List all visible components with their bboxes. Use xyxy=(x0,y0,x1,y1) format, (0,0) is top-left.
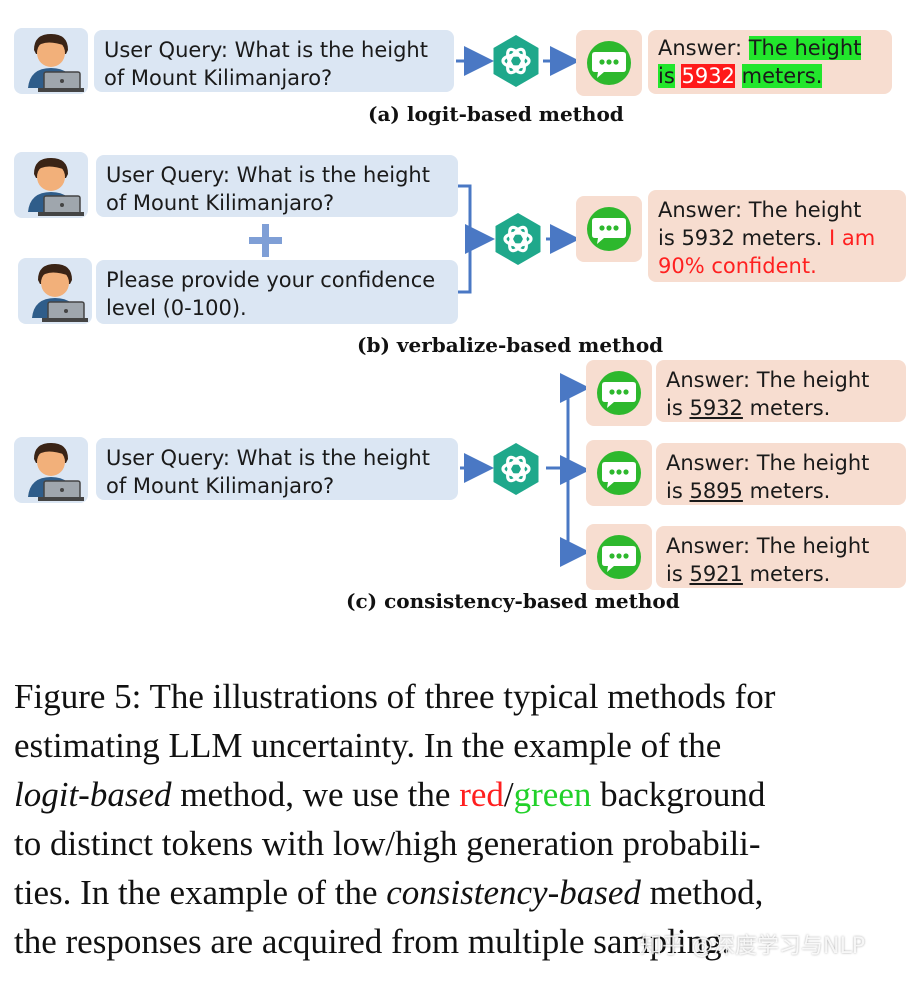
answer-line: meters. xyxy=(742,479,831,503)
answer-line: Answer: The height xyxy=(658,198,862,222)
answer-line: Answer: The height xyxy=(666,368,870,392)
chat-bubble-icon xyxy=(586,524,652,590)
prompt-text-line: level (0-100). xyxy=(106,296,247,320)
answer-line: Answer: The height xyxy=(666,534,870,558)
query-text-line: of Mount Kilimanjaro? xyxy=(104,66,333,90)
italic-term: consistency-based xyxy=(386,873,641,912)
sampled-value: 5932 xyxy=(689,396,743,420)
answer-box-b: Answer: The height is 5932 meters. I am … xyxy=(648,190,906,282)
caption-b: (b) verbalize-based method xyxy=(357,333,664,357)
query-text-line: User Query: What is the height xyxy=(104,38,428,62)
sampled-answer-box: Answer: The height is 5932 meters. xyxy=(656,360,906,422)
green-word: green xyxy=(513,775,592,814)
caption-a: (a) logit-based method xyxy=(368,102,624,126)
caption-fragment: / xyxy=(503,775,514,814)
caption-line: the responses are acquired from multiple… xyxy=(14,922,731,961)
caption-line: to distinct tokens with low/high generat… xyxy=(14,824,761,863)
user-query-box-a: User Query: What is the height of Mount … xyxy=(94,30,454,92)
query-text-line: of Mount Kilimanjaro? xyxy=(106,474,335,498)
query-text-line: User Query: What is the height xyxy=(106,163,430,187)
query-text-line: User Query: What is the height xyxy=(106,446,430,470)
llm-hexagon-icon xyxy=(491,441,541,497)
user-at-laptop-icon xyxy=(13,27,89,95)
chat-bubble-icon xyxy=(576,30,642,96)
chat-bubble-icon xyxy=(586,440,652,506)
prompt-text-line: Please provide your confidence xyxy=(106,268,436,292)
answer-prefix: Answer: xyxy=(658,36,749,60)
user-query-box-b: User Query: What is the height of Mount … xyxy=(96,155,458,217)
llm-hexagon-icon xyxy=(493,211,543,267)
italic-term: logit-based xyxy=(14,775,172,814)
user-at-laptop-icon xyxy=(13,436,89,504)
caption-line: logit-based method, we use the red/green… xyxy=(14,770,908,819)
answer-line: is xyxy=(666,479,690,503)
sampled-value: 5895 xyxy=(689,479,743,503)
answer-line: Answer: The height xyxy=(666,451,870,475)
caption-fragment: ties. In the example of the xyxy=(14,873,387,912)
caption-line: ties. In the example of the consistency-… xyxy=(14,868,908,917)
sampled-answer-box: Answer: The height is 5895 meters. xyxy=(656,443,906,505)
figure-caption: Figure 5: The illustrations of three typ… xyxy=(14,672,908,966)
bracket-b xyxy=(458,184,472,294)
confidence-text: I am xyxy=(829,226,876,250)
answer-line: meters. xyxy=(742,396,831,420)
sampled-answer-box: Answer: The height is 5921 meters. xyxy=(656,526,906,588)
chat-bubble-icon xyxy=(586,360,652,426)
caption-fragment: method, xyxy=(640,873,764,912)
confidence-text: 90% confident. xyxy=(658,254,817,278)
caption-line: Figure 5: The illustrations of three typ… xyxy=(14,677,776,716)
high-prob-token: is xyxy=(658,64,675,88)
answer-line: meters. xyxy=(742,562,831,586)
caption-line: estimating LLM uncertainty. In the examp… xyxy=(14,726,722,765)
caption-fragment: method, we use the xyxy=(171,775,460,814)
answer-line: is xyxy=(666,396,690,420)
query-text-line: of Mount Kilimanjaro? xyxy=(106,191,335,215)
red-word: red xyxy=(459,775,504,814)
sampled-value: 5921 xyxy=(689,562,743,586)
user-query-box-c: User Query: What is the height of Mount … xyxy=(96,438,458,500)
low-prob-token: 5932 xyxy=(681,64,735,88)
chat-bubble-icon xyxy=(576,196,642,262)
answer-box-a: Answer: The height is 5932 meters. xyxy=(648,30,892,94)
watermark: 知乎 @深度学习与NLP xyxy=(640,934,865,959)
caption-c: (c) consistency-based method xyxy=(346,589,680,613)
high-prob-token: meters. xyxy=(741,64,823,88)
plus-icon xyxy=(249,224,282,257)
confidence-prompt-box: Please provide your confidence level (0-… xyxy=(96,260,458,324)
caption-fragment: background xyxy=(591,775,766,814)
high-prob-token: The height xyxy=(748,36,862,60)
answer-line: is xyxy=(666,562,690,586)
user-at-laptop-icon xyxy=(13,151,89,219)
llm-hexagon-icon xyxy=(491,33,541,89)
answer-line: is 5932 meters. xyxy=(658,226,830,250)
user-at-laptop-icon xyxy=(17,257,93,325)
